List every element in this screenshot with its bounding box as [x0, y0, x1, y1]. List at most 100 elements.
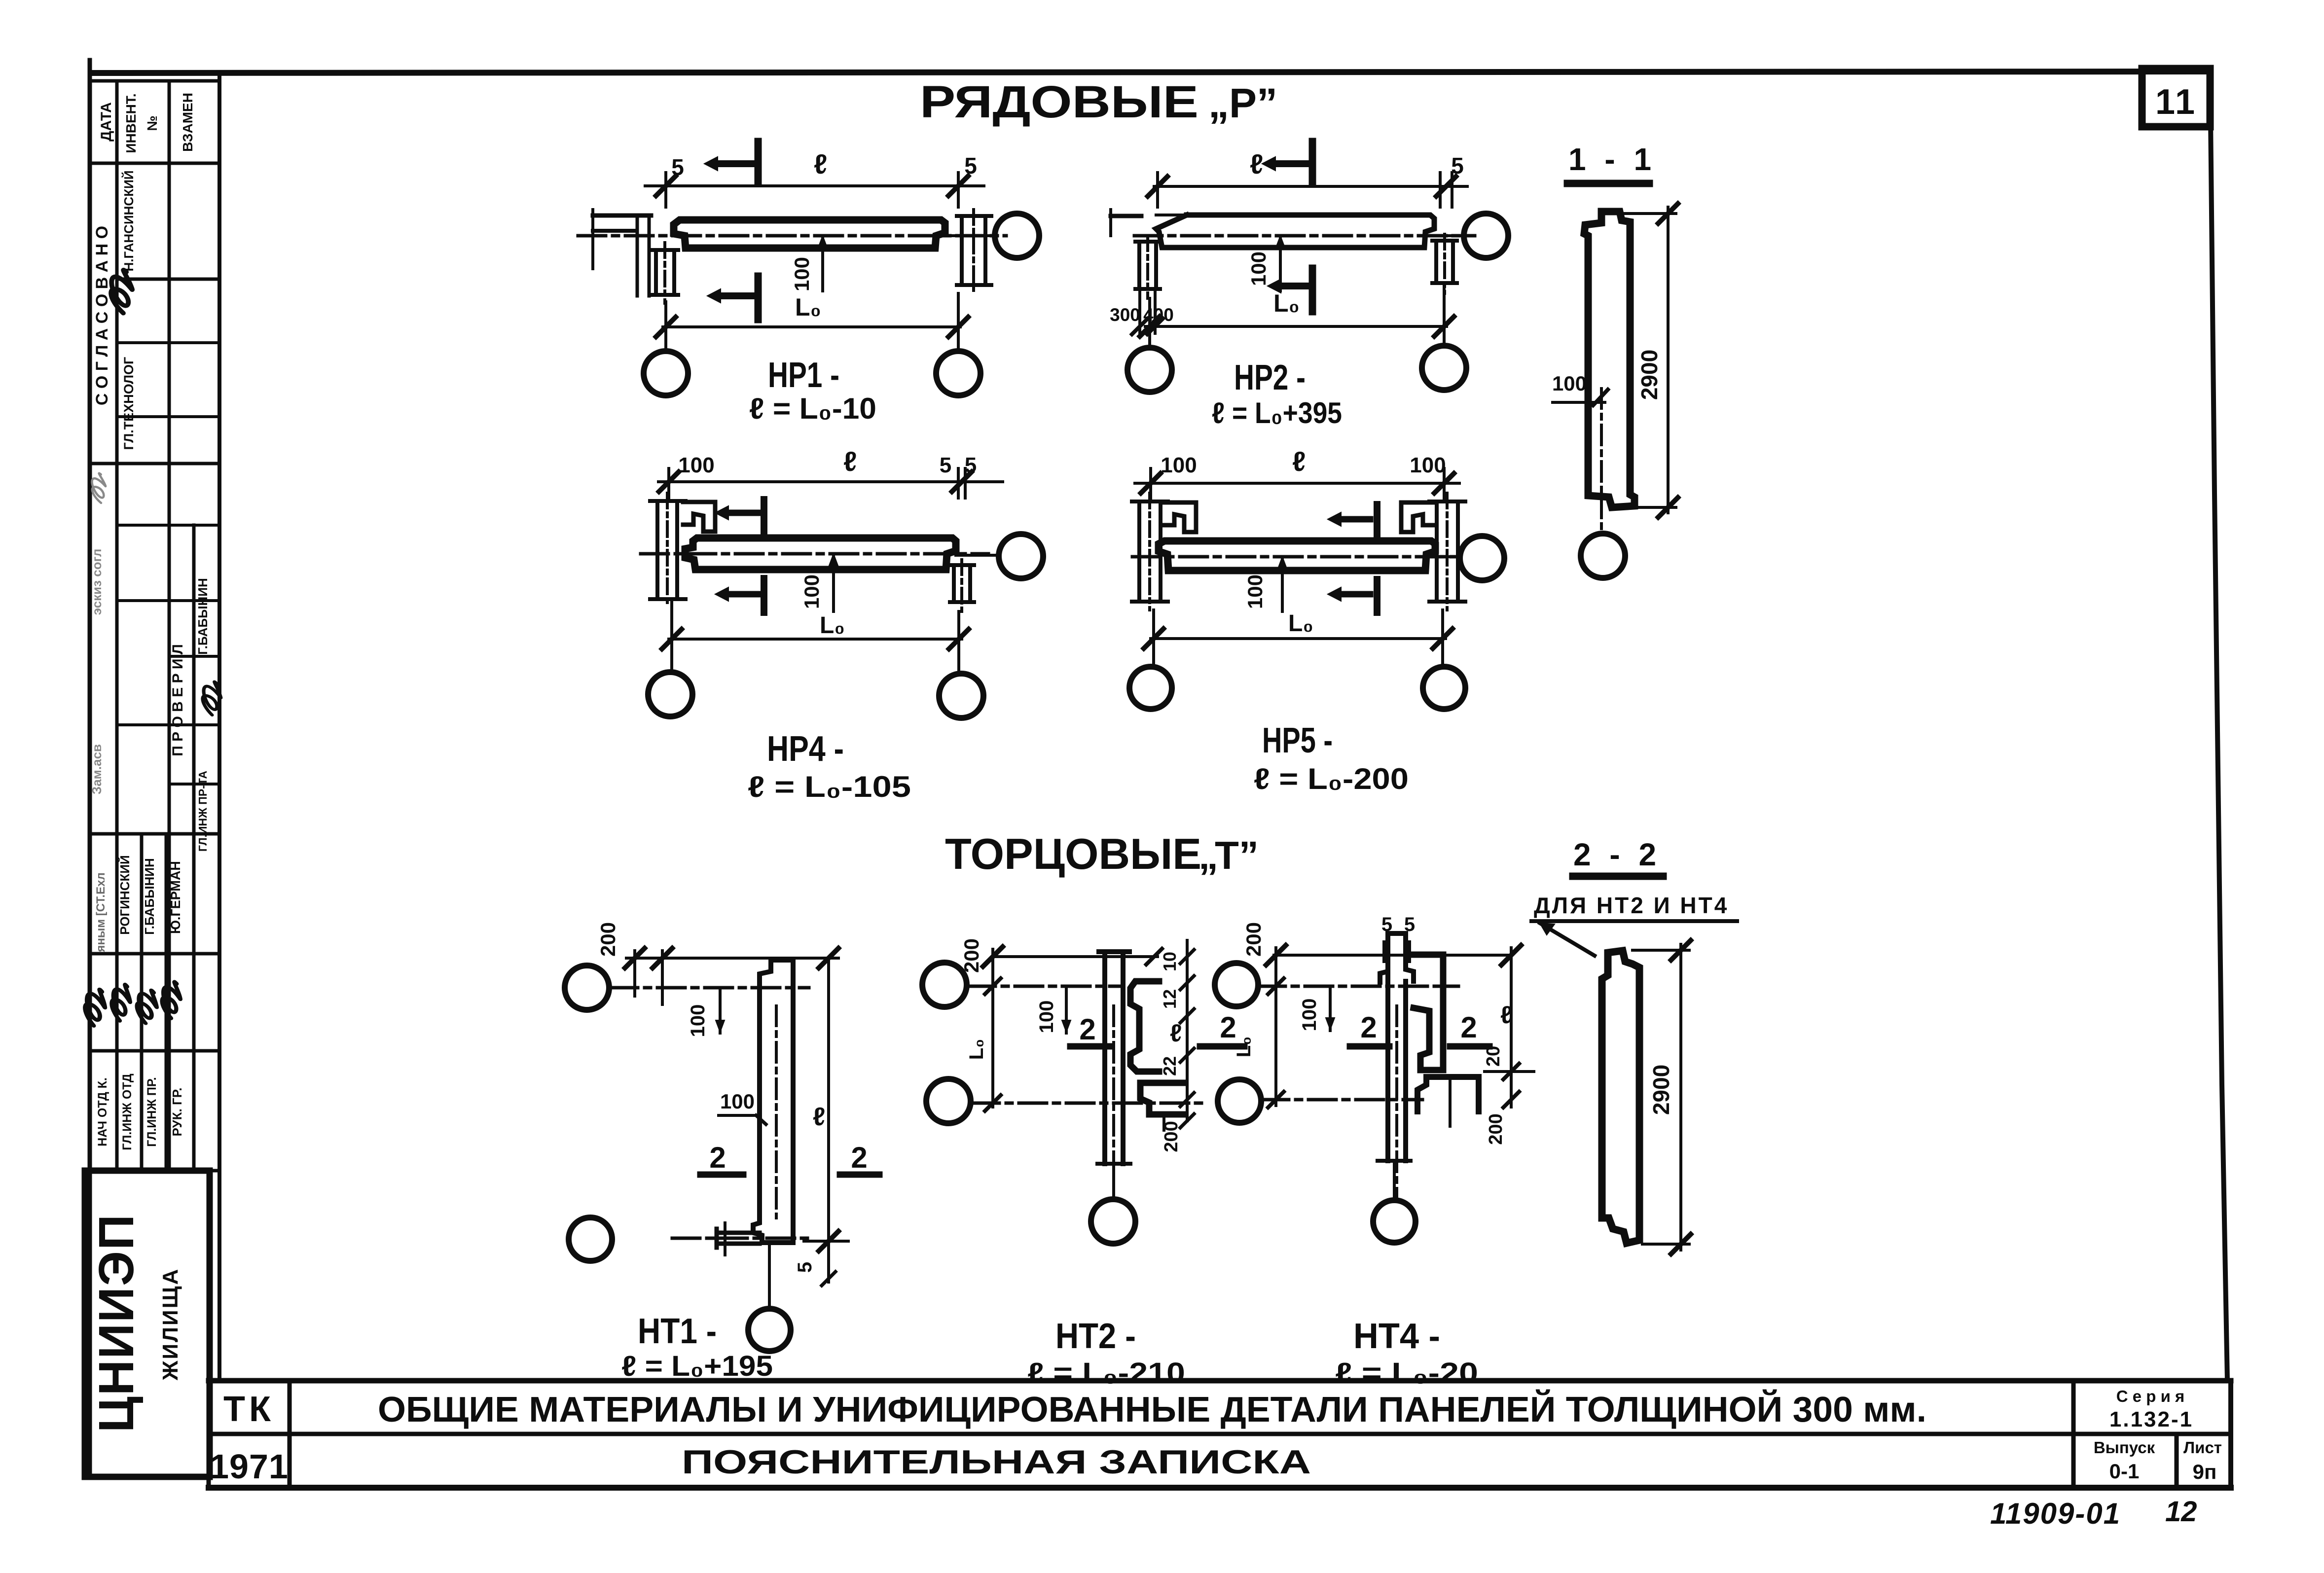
- svg-text:ℓ = L₀-200: ℓ = L₀-200: [1254, 762, 1409, 795]
- svg-text:С О Г Л А С О В А Н О: С О Г Л А С О В А Н О: [93, 226, 111, 405]
- svg-text:Г.БАБЫНИН: Г.БАБЫНИН: [142, 858, 157, 935]
- svg-text:100: 100: [678, 453, 714, 477]
- svg-text:11909-01: 11909-01: [1990, 1497, 2121, 1530]
- svg-text:ℓ: ℓ: [813, 1103, 825, 1131]
- svg-text:12: 12: [2165, 1496, 2197, 1528]
- svg-text:ГЛ.ИНЖ ПР.: ГЛ.ИНЖ ПР.: [145, 1077, 159, 1146]
- svg-text:5: 5: [940, 453, 951, 477]
- svg-text:ВЗАМЕН: ВЗАМЕН: [180, 93, 195, 152]
- svg-text:Ю.ГЕРМАН: Ю.ГЕРМАН: [168, 861, 183, 934]
- svg-text:Г.БАБЫНИН: Г.БАБЫНИН: [195, 578, 210, 655]
- svg-text:ГЛ.ТЕХНОЛОГ: ГЛ.ТЕХНОЛОГ: [121, 357, 136, 450]
- svg-text:100: 100: [1299, 999, 1320, 1032]
- svg-text:2: 2: [1360, 1011, 1377, 1044]
- svg-text:ℓ: ℓ: [814, 148, 827, 179]
- svg-text:20: 20: [1483, 1046, 1504, 1067]
- svg-text:2: 2: [1220, 1011, 1236, 1044]
- svg-text:1971: 1971: [210, 1447, 289, 1486]
- svg-text:300: 300: [1110, 305, 1140, 325]
- svg-text:100: 100: [800, 574, 823, 609]
- svg-text:ПОЯСНИТЕЛЬНАЯ ЗАПИСКА: ПОЯСНИТЕЛЬНАЯ ЗАПИСКА: [682, 1443, 1311, 1481]
- svg-text:L₀: L₀: [795, 293, 821, 321]
- svg-text:ИНВЕНТ.: ИНВЕНТ.: [123, 93, 139, 153]
- svg-text:НТ1 -: НТ1 -: [638, 1312, 717, 1351]
- svg-text:С е р и я: С е р и я: [2116, 1387, 2185, 1405]
- svg-text:НР2 -: НР2 -: [1234, 358, 1306, 397]
- svg-text:L₀: L₀: [966, 1039, 987, 1060]
- svg-text:100: 100: [790, 257, 813, 291]
- svg-text:ДАТА: ДАТА: [98, 102, 114, 142]
- svg-text:НТ2 -: НТ2 -: [1055, 1317, 1136, 1356]
- svg-text:5: 5: [1381, 914, 1392, 935]
- svg-text:ОБЩИЕ МАТЕРИАЛЫ И УНИФИЦИРО: ОБЩИЕ МАТЕРИАЛЫ И УНИФИЦИРОВАННЫЕ ДЕТАЛИ…: [378, 1389, 1926, 1430]
- svg-text:100: 100: [1247, 251, 1270, 286]
- svg-text:100: 100: [1161, 453, 1197, 477]
- svg-text:5: 5: [1404, 914, 1415, 935]
- svg-text:ℓ: ℓ: [843, 446, 857, 477]
- svg-text:22: 22: [1160, 1056, 1180, 1076]
- svg-text:100: 100: [1036, 1001, 1057, 1034]
- svg-text:ЖИЛИЩА: ЖИЛИЩА: [158, 1268, 182, 1381]
- svg-text:РОГИНСКИЙ: РОГИНСКИЙ: [117, 855, 132, 934]
- svg-text:2: 2: [709, 1141, 726, 1174]
- svg-text:5: 5: [965, 453, 977, 477]
- svg-text:L₀: L₀: [1288, 610, 1313, 637]
- svg-text:200: 200: [1242, 922, 1265, 957]
- svg-text:ℓ = L₀-210: ℓ = L₀-210: [1027, 1357, 1185, 1389]
- svg-text:„Т”: „Т”: [1198, 833, 1259, 877]
- svg-text:ℓ = L₀+395: ℓ = L₀+395: [1212, 396, 1342, 429]
- svg-text:100: 100: [687, 1004, 709, 1037]
- svg-text:НТ4 -: НТ4 -: [1353, 1317, 1440, 1356]
- svg-text:200: 200: [1486, 1113, 1506, 1144]
- svg-text:ГЛ.ИНЖ ПР-ТА: ГЛ.ИНЖ ПР-ТА: [196, 771, 209, 852]
- svg-text:11: 11: [2155, 82, 2197, 122]
- svg-text:ℓ: ℓ: [1250, 148, 1263, 179]
- svg-text:ℓ = L₀-20: ℓ = L₀-20: [1335, 1357, 1478, 1389]
- svg-text:ДЛЯ НТ2 И НТ4: ДЛЯ НТ2 И НТ4: [1534, 893, 1729, 918]
- svg-text:„Р”: „Р”: [1208, 80, 1277, 126]
- svg-text:НР5 -: НР5 -: [1262, 721, 1333, 760]
- svg-text:100: 100: [720, 1090, 755, 1113]
- svg-text:0-1: 0-1: [2109, 1460, 2140, 1483]
- svg-text:П Р О В Е Р И Л: П Р О В Е Р И Л: [170, 644, 186, 756]
- svg-text:1 - 1: 1 - 1: [1568, 142, 1656, 177]
- svg-text:НАЧ ОТД К.: НАЧ ОТД К.: [96, 1077, 109, 1146]
- svg-text:Выпуск: Выпуск: [2094, 1438, 2155, 1457]
- svg-text:2 - 2: 2 - 2: [1573, 837, 1661, 872]
- svg-text:L₀: L₀: [820, 612, 845, 639]
- svg-text:эскиз согл: эскиз согл: [89, 549, 104, 615]
- svg-text:ℓ = L₀-105: ℓ = L₀-105: [748, 770, 911, 803]
- svg-text:10: 10: [1160, 952, 1180, 971]
- svg-text:5: 5: [1451, 153, 1464, 179]
- svg-text:Лист: Лист: [2183, 1438, 2222, 1457]
- svg-text:РЯДОВЫЕ: РЯДОВЫЕ: [920, 77, 1198, 127]
- svg-text:Н.ГАНСИНСКИЙ: Н.ГАНСИНСКИЙ: [121, 171, 136, 272]
- svg-text:200: 200: [596, 922, 619, 957]
- svg-text:2900: 2900: [1648, 1065, 1674, 1115]
- svg-text:яным [СТ.Ехл: яным [СТ.Ехл: [94, 872, 108, 952]
- svg-text:L₀: L₀: [1233, 1037, 1255, 1057]
- svg-text:Зам.асв: Зам.асв: [89, 744, 104, 794]
- svg-text:ГЛ.ИНЖ ОТД: ГЛ.ИНЖ ОТД: [120, 1073, 134, 1150]
- svg-text:1.132-1: 1.132-1: [2109, 1407, 2193, 1431]
- svg-text:№: №: [145, 115, 160, 131]
- svg-text:2900: 2900: [1636, 350, 1662, 400]
- svg-text:5: 5: [964, 153, 977, 179]
- svg-text:100: 100: [1552, 372, 1587, 395]
- svg-text:РУК. ГР.: РУК. ГР.: [170, 1088, 184, 1137]
- svg-text:200: 200: [1161, 1121, 1182, 1152]
- svg-text:12: 12: [1160, 989, 1180, 1009]
- svg-text:2: 2: [851, 1141, 867, 1174]
- svg-text:5: 5: [794, 1262, 816, 1273]
- svg-text:200: 200: [960, 938, 983, 973]
- svg-text:НР4 -: НР4 -: [767, 729, 844, 769]
- svg-text:ТК: ТК: [223, 1390, 275, 1429]
- svg-text:100: 100: [1410, 453, 1446, 477]
- svg-text:2: 2: [1460, 1011, 1477, 1044]
- svg-text:ℓ = L₀+195: ℓ = L₀+195: [621, 1350, 773, 1382]
- svg-text:ℓ: ℓ: [1292, 446, 1306, 477]
- svg-text:9п: 9п: [2193, 1460, 2217, 1483]
- svg-text:100: 100: [1243, 574, 1267, 609]
- svg-text:5: 5: [671, 154, 684, 180]
- svg-text:НР1 -: НР1 -: [768, 356, 839, 395]
